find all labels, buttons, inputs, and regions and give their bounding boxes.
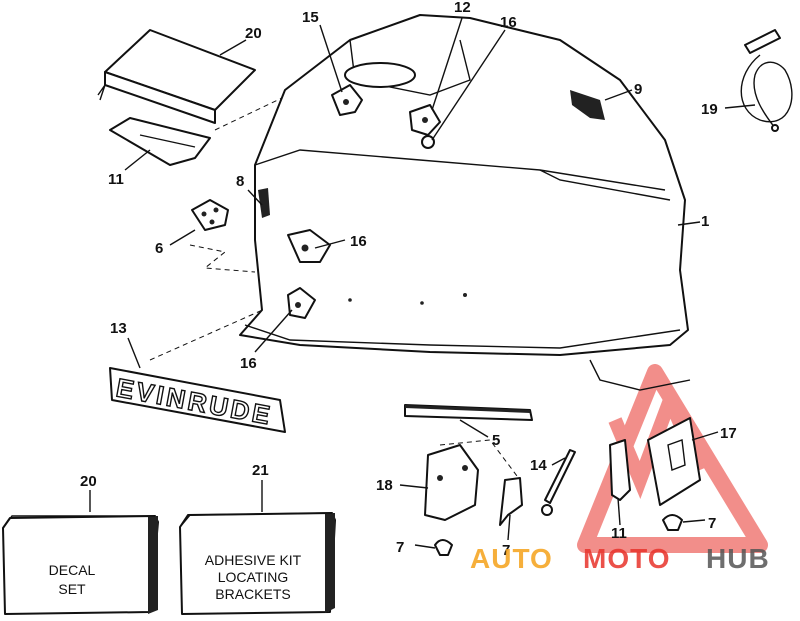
- callout-19: 19: [701, 101, 718, 118]
- plate-part-16-middle: [287, 229, 331, 263]
- hinge-part-5: [191, 199, 229, 231]
- bracket-part-12: [409, 104, 441, 136]
- callout-21: 21: [252, 462, 269, 479]
- bracket-part-18: [424, 444, 479, 521]
- cable-part-19: [740, 29, 793, 132]
- adhesive-kit-line1: ADHESIVE KIT: [205, 552, 302, 568]
- callout-16-top: 16: [500, 14, 517, 31]
- decal-set-line2: SET: [58, 581, 86, 597]
- watermark-moto: MOTO: [583, 543, 670, 574]
- decal-set-box-20: DECAL SET: [2, 515, 159, 615]
- bracket-part-17: [647, 417, 701, 506]
- callout-17: 17: [720, 425, 737, 442]
- callout-7-left: 7: [396, 539, 404, 556]
- callout-leaders: [89, 17, 756, 549]
- watermark-text: AUTO MOTO HUB: [470, 543, 770, 574]
- watermark-auto: AUTO: [470, 543, 553, 574]
- seal-part-4: [404, 404, 533, 421]
- callout-numbers: 1 11 20 5 6 7 7 7 8 9 11 12 13 14 15 16 …: [80, 0, 737, 559]
- nameplate-lettering: EVINRUDE: [114, 372, 275, 430]
- callout-9: 9: [634, 81, 642, 98]
- decal-set-line1: DECAL: [49, 562, 96, 578]
- adhesive-kit-line3: BRACKETS: [215, 586, 290, 602]
- screw-part-7-right: [662, 514, 683, 531]
- callout-12: 12: [454, 0, 471, 16]
- bracket-part-15: [331, 84, 363, 116]
- callout-6: 7: [502, 542, 510, 559]
- nameplate-part-13: EVINRUDE: [109, 367, 286, 433]
- callout-14: 14: [530, 457, 547, 474]
- callout-18: 18: [376, 477, 393, 494]
- callout-4: 5: [492, 432, 500, 449]
- bracket-part-11: [609, 439, 631, 501]
- clip-part-6: [499, 477, 523, 526]
- callout-15: 15: [302, 9, 319, 26]
- adhesive-kit-line2: LOCATING: [218, 569, 289, 585]
- callout-11: 11: [611, 525, 627, 542]
- callout-1: 1: [701, 213, 709, 230]
- callout-8: 8: [236, 173, 244, 190]
- callout-7-right: 7: [708, 515, 716, 532]
- callout-16-lower: 16: [240, 355, 257, 372]
- adhesive-kit-box-21: ADHESIVE KIT LOCATING BRACKETS: [179, 512, 336, 615]
- lid-part-3: [97, 29, 256, 124]
- callout-13: 13: [110, 320, 127, 337]
- motor-cover-part-1: [239, 14, 691, 391]
- bolt-part-14: [541, 449, 576, 516]
- callout-20: 20: [80, 473, 97, 490]
- decal-part-9: [570, 90, 605, 120]
- callout-5: 6: [155, 240, 163, 257]
- watermark-hub: HUB: [706, 543, 770, 574]
- decal-part-8: [258, 188, 270, 218]
- callout-3: 20: [245, 25, 262, 42]
- handle-part-2: [109, 117, 211, 166]
- callout-16-middle: 16: [350, 233, 367, 250]
- screw-part-7-left: [434, 539, 453, 556]
- grommet-part-16-top: [421, 135, 435, 149]
- callout-2: 11: [108, 171, 124, 188]
